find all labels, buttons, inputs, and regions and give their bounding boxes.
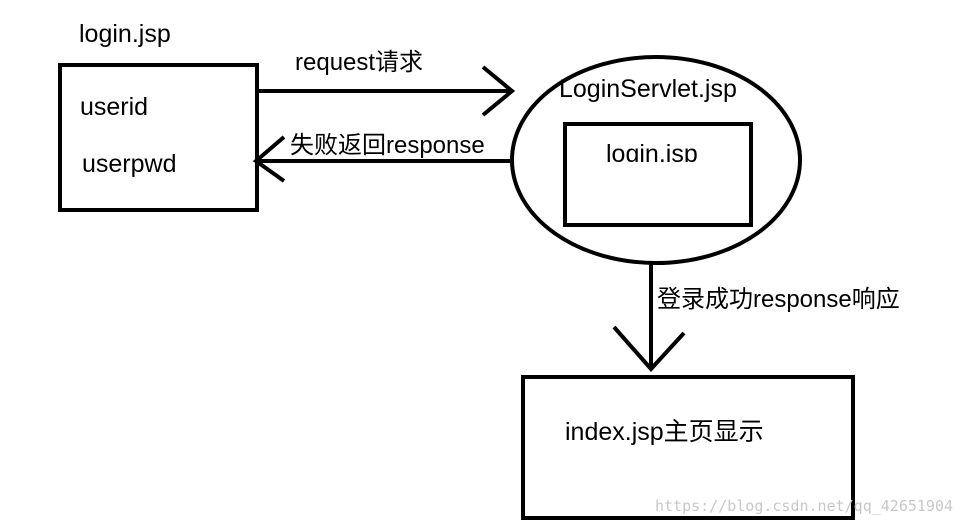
success-response-arrow [612,262,686,372]
watermark-text: https://blog.csdn.net/qq_42651904 [654,497,953,515]
servlet-title: LoginServlet.jsp [559,75,737,103]
servlet-inner-label: login.jsp [606,142,698,162]
success-response-label: 登录成功response响应 [657,286,900,313]
userpwd-field-label: userpwd [82,150,177,178]
index-page-label: index.jsp主页显示 [565,418,764,446]
login-page-title: login.jsp [79,20,171,48]
servlet-inner-box [563,122,753,227]
userid-field-label: userid [80,93,149,121]
login-page-box [58,63,259,212]
fail-response-arrow [252,135,513,183]
fail-response-label: 失败返回response [290,132,485,159]
index-page-box [521,375,855,520]
request-label: request请求 [295,49,424,76]
request-arrow [258,65,516,117]
